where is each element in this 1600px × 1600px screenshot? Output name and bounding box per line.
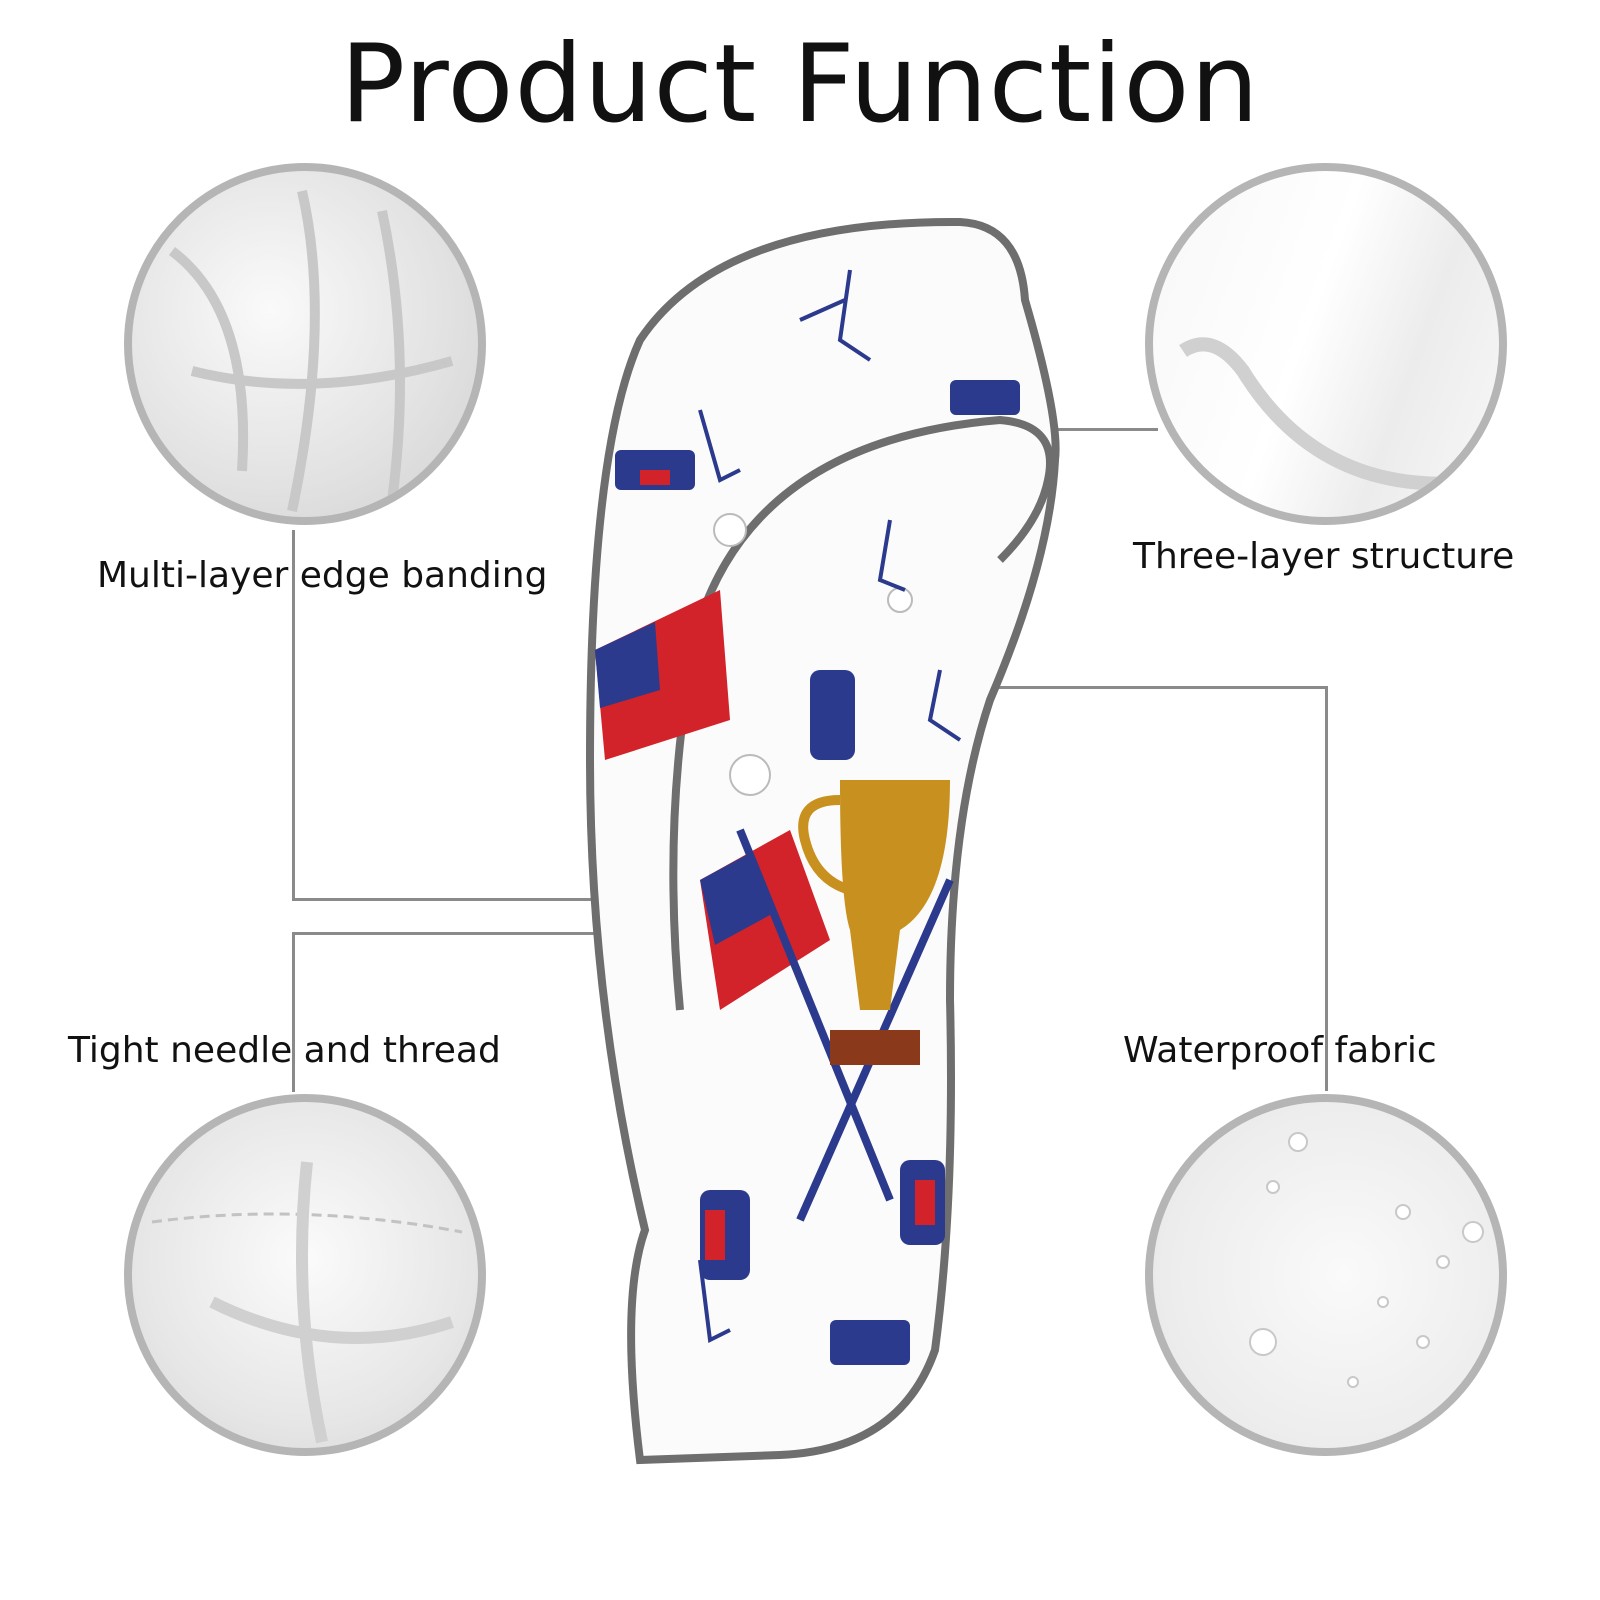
golf-bag-and-cart-icons	[615, 380, 1020, 1365]
waterproof-closeup	[1145, 1094, 1507, 1456]
flag-icon	[700, 830, 830, 1010]
golf-ball-icon	[713, 513, 913, 796]
connector-line	[292, 932, 295, 1092]
inner-flap-trim	[669, 415, 1054, 1011]
fabric-folds-icon	[168, 189, 454, 513]
trophy-icon	[798, 780, 950, 1065]
stitch-icon	[151, 1161, 463, 1444]
layer-edge-icon	[1179, 337, 1484, 491]
feature-label-three-layer: Three-layer structure	[1133, 536, 1515, 577]
edge-banding-closeup	[124, 163, 486, 525]
golfer-icon	[698, 269, 962, 1344]
headcover-body	[585, 217, 1060, 1465]
feature-label-edge-banding: Multi-layer edge banding	[97, 555, 548, 596]
flag-icon	[595, 590, 730, 760]
connector-line	[990, 686, 1327, 689]
connector-line	[292, 898, 610, 901]
connector-line	[1325, 686, 1328, 1091]
three-layer-closeup	[1145, 163, 1507, 525]
stitch-closeup	[124, 1094, 486, 1456]
feature-label-waterproof: Waterproof fabric	[1123, 1030, 1437, 1071]
water-droplets-icon	[1249, 1132, 1484, 1388]
connector-line	[292, 530, 295, 900]
feature-label-tight-stitch: Tight needle and thread	[68, 1030, 501, 1071]
crossed-clubs-icon	[736, 828, 954, 1222]
connector-line	[292, 932, 610, 935]
page-title: Product Function	[340, 22, 1260, 147]
golf-bag-accent-icons	[640, 470, 935, 1260]
connector-line	[1058, 428, 1158, 431]
